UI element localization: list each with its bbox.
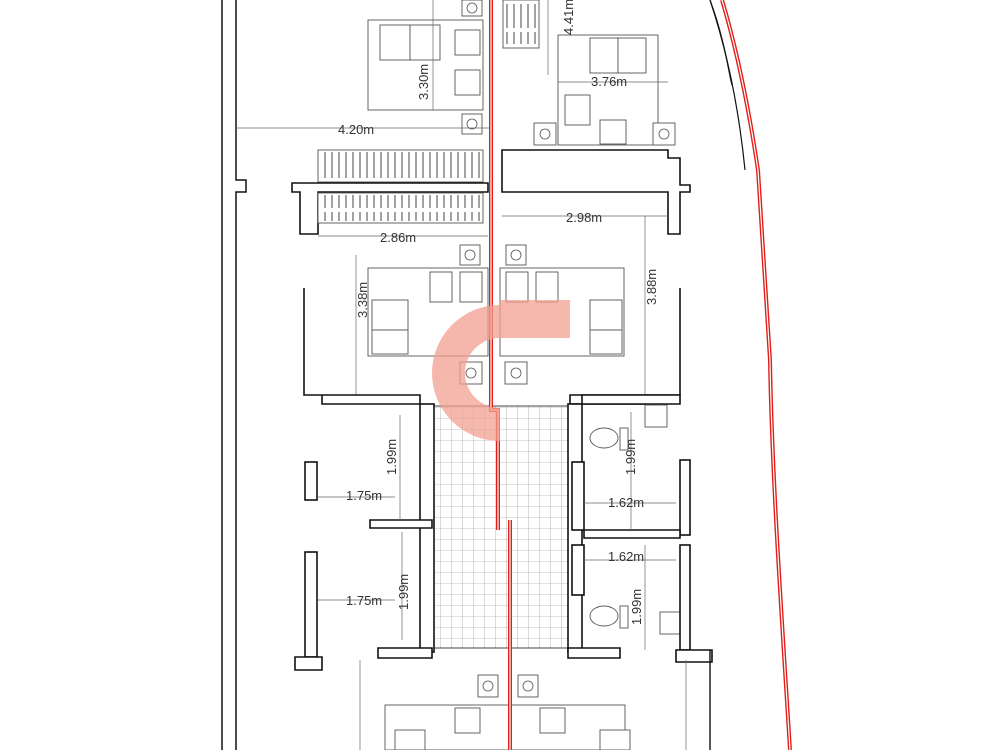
dim-stall-r1-height: 1.99m xyxy=(623,439,638,475)
wc-right-upper xyxy=(571,394,691,539)
logo-c-icon xyxy=(432,300,570,441)
stall-left-upper xyxy=(304,415,433,529)
dim-room4-width: 2.98m xyxy=(566,210,602,225)
wardrobe-top xyxy=(502,0,540,49)
dim-stall-r1-width: 1.62m xyxy=(608,495,644,510)
dim-room3-height: 3.38m xyxy=(355,282,370,318)
outer-walls xyxy=(221,0,746,750)
dim-room2-height: 4.41m xyxy=(561,0,576,35)
dim-room1-height: 3.30m xyxy=(416,64,431,100)
dim-room2-width: 3.76m xyxy=(591,74,627,89)
wc-right-lower xyxy=(567,544,713,663)
section-line-right xyxy=(720,0,792,750)
dim-room3-width: 2.86m xyxy=(380,230,416,245)
bedroom-bottom xyxy=(359,650,711,750)
bedroom-top-left xyxy=(367,0,484,135)
dim-room4-height: 3.88m xyxy=(644,269,659,305)
dim-stall-l2-height: 1.99m xyxy=(396,574,411,610)
wall-band-middle xyxy=(291,149,691,235)
dim-stall-l2-width: 1.75m xyxy=(346,593,382,608)
dim-corridor-width: 4.20m xyxy=(338,122,374,137)
dim-stall-l1-height: 1.99m xyxy=(384,439,399,475)
dim-stall-r2-width: 1.62m xyxy=(608,549,644,564)
dim-stall-l1-width: 1.75m xyxy=(346,488,382,503)
stall-left-lower xyxy=(294,532,433,671)
bedroom-top-right xyxy=(533,34,676,146)
dim-stall-r2-height: 1.99m xyxy=(629,589,644,625)
tiled-hall xyxy=(419,403,583,653)
